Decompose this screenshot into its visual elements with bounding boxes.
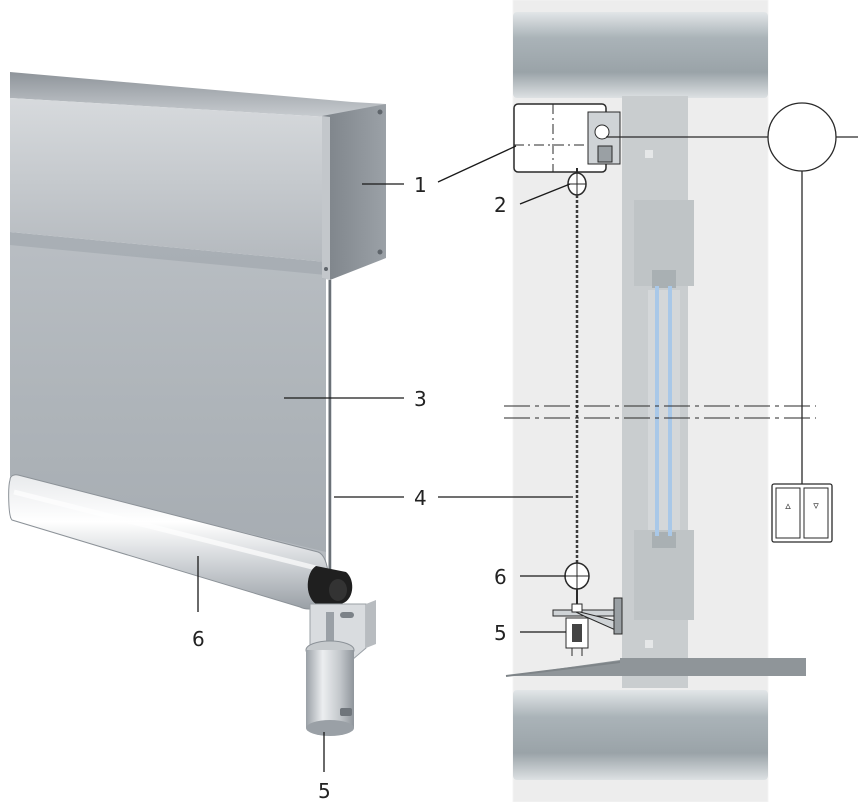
callout-bracket-right: 5 [494,621,507,645]
wall-switch: ▵ ▿ [771,483,833,543]
callout-bottom-bar-left: 6 [192,627,205,651]
lintel [513,12,768,98]
callout-bottom-bar-right: 6 [494,565,507,589]
section-drawing: ▵ ▿ [504,0,858,802]
callout-housing-left: 1 [414,173,427,197]
callout-cable-guide-right: 2 [494,193,507,217]
section-bracket [552,597,623,656]
glazing [655,286,672,536]
break-line [504,405,816,419]
callout-bracket-left: 5 [318,779,331,802]
callout-fabric-left: 3 [414,387,427,411]
section-housing [513,103,621,173]
switch-up-icon: ▵ [785,499,791,512]
control-wiring [606,102,858,484]
leader-lines [197,145,573,772]
product-render [8,72,386,736]
switch-down-icon: ▿ [813,499,819,512]
callout-labels: 1 3 4 6 5 2 6 5 [192,173,507,802]
callout-cable-left: 4 [414,486,427,510]
cable-guide [567,168,587,196]
floor-slab [513,690,768,780]
cassette-housing [10,72,386,280]
tension-weight [305,612,355,736]
